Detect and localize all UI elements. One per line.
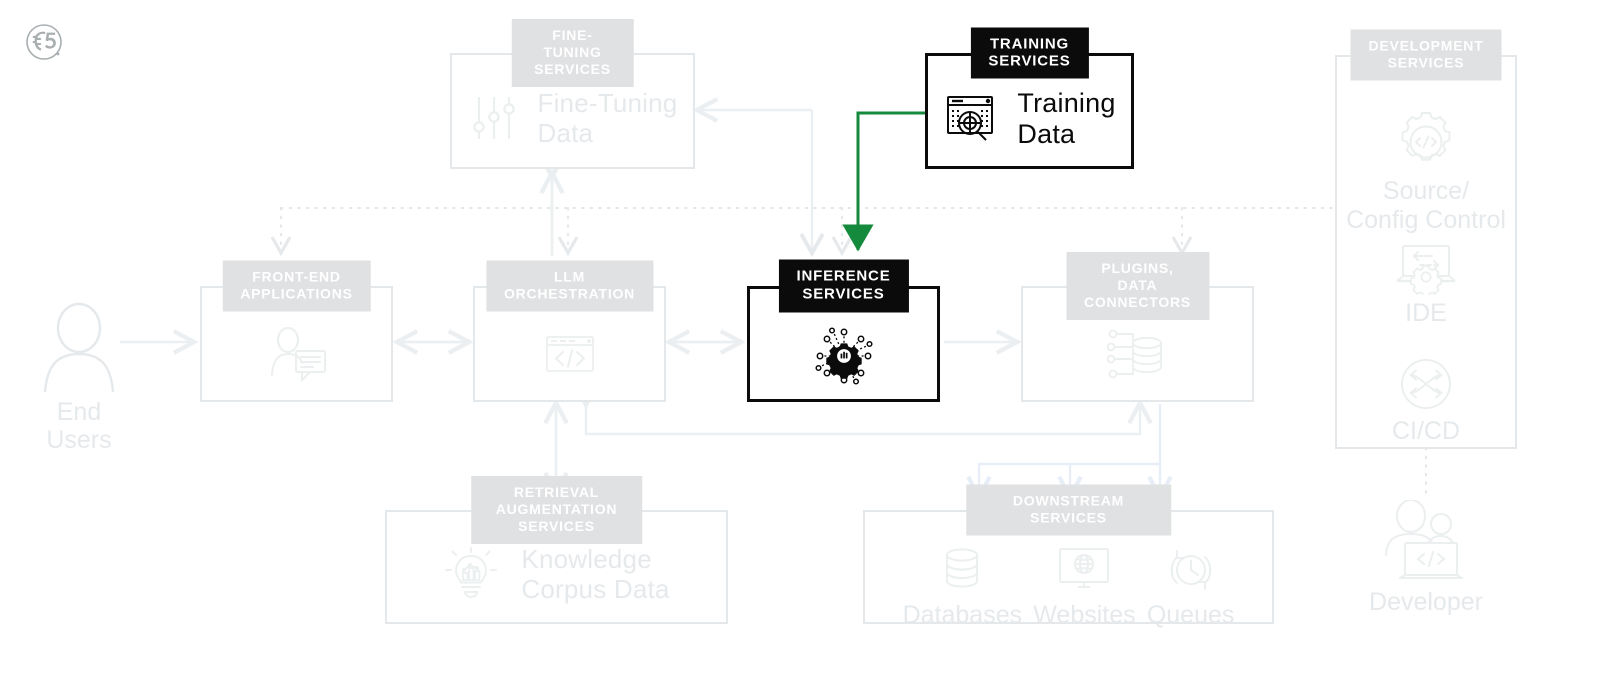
developer-label: Developer (1369, 588, 1483, 616)
downstream-item-websites[interactable]: Websites (1033, 547, 1136, 629)
dev-source-config-control-label: Source/ Config Control (1346, 177, 1506, 234)
sliders-icon (472, 96, 515, 140)
knowledge-corpus-data-label: Knowledge Corpus Data (521, 544, 670, 604)
cicd-arrows-icon (1401, 359, 1451, 409)
person-icon (43, 302, 115, 392)
gear-code-icon (1401, 112, 1451, 161)
database-icon (946, 548, 979, 588)
plugins-data-connectors-header: PLUGINS, DATA CONNECTORS (1066, 252, 1209, 320)
retrieval-augmentation-services-header: RETRIEVAL AUGMENTATION SERVICES (470, 476, 643, 544)
node-front-end-applications[interactable]: FRONT-END APPLICATIONS (200, 260, 393, 402)
laptop-gear-icon (1396, 245, 1456, 295)
fine-tuning-data-label: Fine-Tuning Data (537, 88, 678, 148)
node-inference-services[interactable]: INFERENCE SERVICES (747, 259, 940, 402)
downstream-queues-label: Queues (1146, 601, 1235, 629)
downstream-websites-label: Websites (1033, 601, 1136, 629)
clock-refresh-icon (1170, 550, 1211, 590)
node-llm-orchestration[interactable]: LLM ORCHESTRATION (473, 260, 666, 402)
node-training-services[interactable]: TRAINING SERVICES (925, 27, 1134, 169)
dev-cicd-label: CI/CD (1391, 417, 1461, 445)
llm-orchestration-header: LLM ORCHESTRATION (485, 260, 654, 312)
training-data-label: Training Data (1017, 88, 1116, 149)
user-chat-icon (270, 327, 326, 383)
node-fine-tuning-services[interactable]: FINE-TUNING SERVICES Fine-Tuning Data (450, 19, 695, 169)
dev-item-source-config-control[interactable]: Source/ Config Control (1335, 111, 1517, 235)
end-users-label: End Users (46, 398, 112, 454)
downstream-item-databases[interactable]: Databases (902, 547, 1023, 629)
training-services-header: TRAINING SERVICES (970, 27, 1089, 79)
dotted-bus (270, 207, 1427, 499)
code-window-icon (545, 336, 594, 372)
front-end-applications-header: FRONT-END APPLICATIONS (222, 260, 371, 312)
development-services-header: DEVELOPMENT SERVICES (1350, 29, 1502, 81)
node-plugins-data-connectors[interactable]: PLUGINS, DATA CONNECTORS (1021, 252, 1254, 402)
downstream-branches (979, 404, 1160, 496)
fine-tuning-services-header: FINE-TUNING SERVICES (511, 19, 634, 87)
developers-laptop-icon (1384, 500, 1464, 580)
dev-item-ide[interactable]: IDE (1335, 243, 1517, 328)
downstream-databases-label: Databases (902, 601, 1023, 629)
training-to-inference-flow (842, 111, 925, 252)
dev-ide-label: IDE (1405, 299, 1447, 327)
data-search-icon (947, 96, 994, 141)
downstream-item-queues[interactable]: Queues (1146, 547, 1235, 629)
node-downstream-services[interactable]: DOWNSTREAM SERVICES Databases (863, 484, 1274, 629)
f5-logo (24, 22, 64, 69)
lightbulb-data-icon (445, 547, 498, 598)
actor-developer: Developer (1347, 500, 1505, 616)
actor-end-users: End Users (24, 300, 134, 454)
ai-gear-network-icon (814, 327, 873, 385)
flow-connectors (120, 110, 1140, 492)
monitor-globe-icon (1059, 548, 1110, 588)
downstream-services-header: DOWNSTREAM SERVICES (965, 484, 1172, 536)
dev-item-cicd[interactable]: CI/CD (1335, 355, 1517, 446)
node-development-services[interactable]: DEVELOPMENT SERVICES Source/ Config Cont… (1335, 29, 1517, 449)
node-retrieval-augmentation-services[interactable]: RETRIEVAL AUGMENTATION SERVICES (385, 476, 728, 624)
inference-services-header: INFERENCE SERVICES (778, 259, 909, 313)
database-connector-icon (1106, 329, 1162, 379)
